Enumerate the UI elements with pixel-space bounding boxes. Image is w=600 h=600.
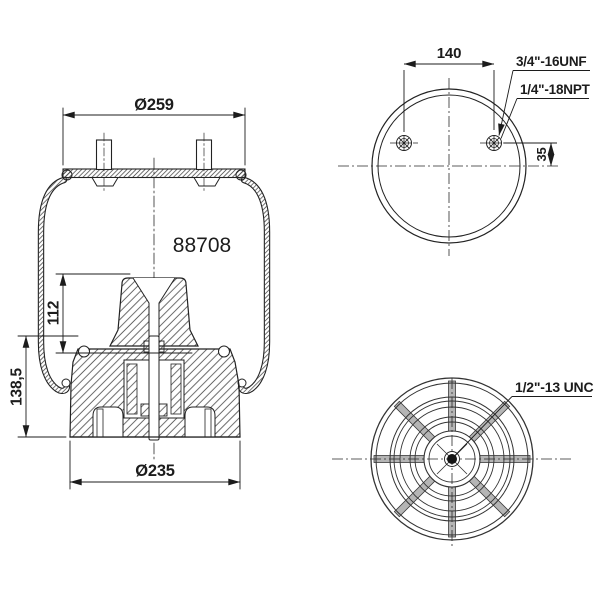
plate-rolled-edge-right <box>235 169 247 181</box>
plate-rolled-edge-left <box>61 169 73 181</box>
top-view: 140 3/4"-16UNF 1/4"-18NPT 35 <box>338 45 591 256</box>
dim-bumper-height <box>55 273 193 354</box>
dim-top-diameter-label: Ø259 <box>134 96 174 114</box>
dim-stud-spacing-label: 140 <box>437 45 461 62</box>
side-view: 88708 Ø259 112 138,5 Ø235 <box>8 96 271 490</box>
cavity-wall-right <box>170 363 182 415</box>
dim-base-diameter-label: Ø235 <box>135 462 175 480</box>
cavity-wall-left <box>126 363 138 415</box>
dim-bumper-height-label: 112 <box>45 301 62 325</box>
bellows-wall-left <box>37 176 71 395</box>
stud-boss-left <box>91 177 119 187</box>
bumper-funnel-cutout <box>133 278 175 346</box>
bellows-wall-right <box>237 176 271 395</box>
center-hole-dot <box>447 454 457 464</box>
dim-base-diameter <box>69 440 241 490</box>
dim-stud-spacing <box>403 60 495 132</box>
callout-center-thread-label: 1/2"-13 UNC <box>515 379 593 395</box>
part-number-label: 88708 <box>173 234 231 257</box>
top-bead-plate <box>62 168 246 179</box>
callout-center-thread <box>454 396 592 456</box>
stud-hole-right <box>480 135 504 151</box>
callout-stud-thread-label: 3/4"-16UNF <box>516 54 586 69</box>
dim-assembly-height-label: 138,5 <box>8 368 25 406</box>
callout-air-port-label: 1/4"-18NPT <box>520 82 591 97</box>
stud-hole-left <box>390 135 418 151</box>
stud-boss-right <box>193 177 221 187</box>
callout-air-port <box>500 98 589 139</box>
piston-bead-curl-left <box>78 345 90 358</box>
dim-assembly-height <box>17 335 79 438</box>
dim-port-offset-label: 35 <box>534 147 549 161</box>
piston-bead-curl-right <box>218 345 230 358</box>
bumper-funnel-outline <box>132 277 176 347</box>
base-leg-left <box>96 408 104 438</box>
center-hole-ring <box>444 451 460 467</box>
callout-stud-thread <box>498 70 590 136</box>
bottom-view: 1/2"-13 UNC <box>332 377 594 546</box>
center-bolt <box>148 335 160 441</box>
base-leg-right <box>204 408 212 438</box>
dim-port-offset <box>504 142 557 167</box>
dim-top-diameter <box>62 107 246 166</box>
